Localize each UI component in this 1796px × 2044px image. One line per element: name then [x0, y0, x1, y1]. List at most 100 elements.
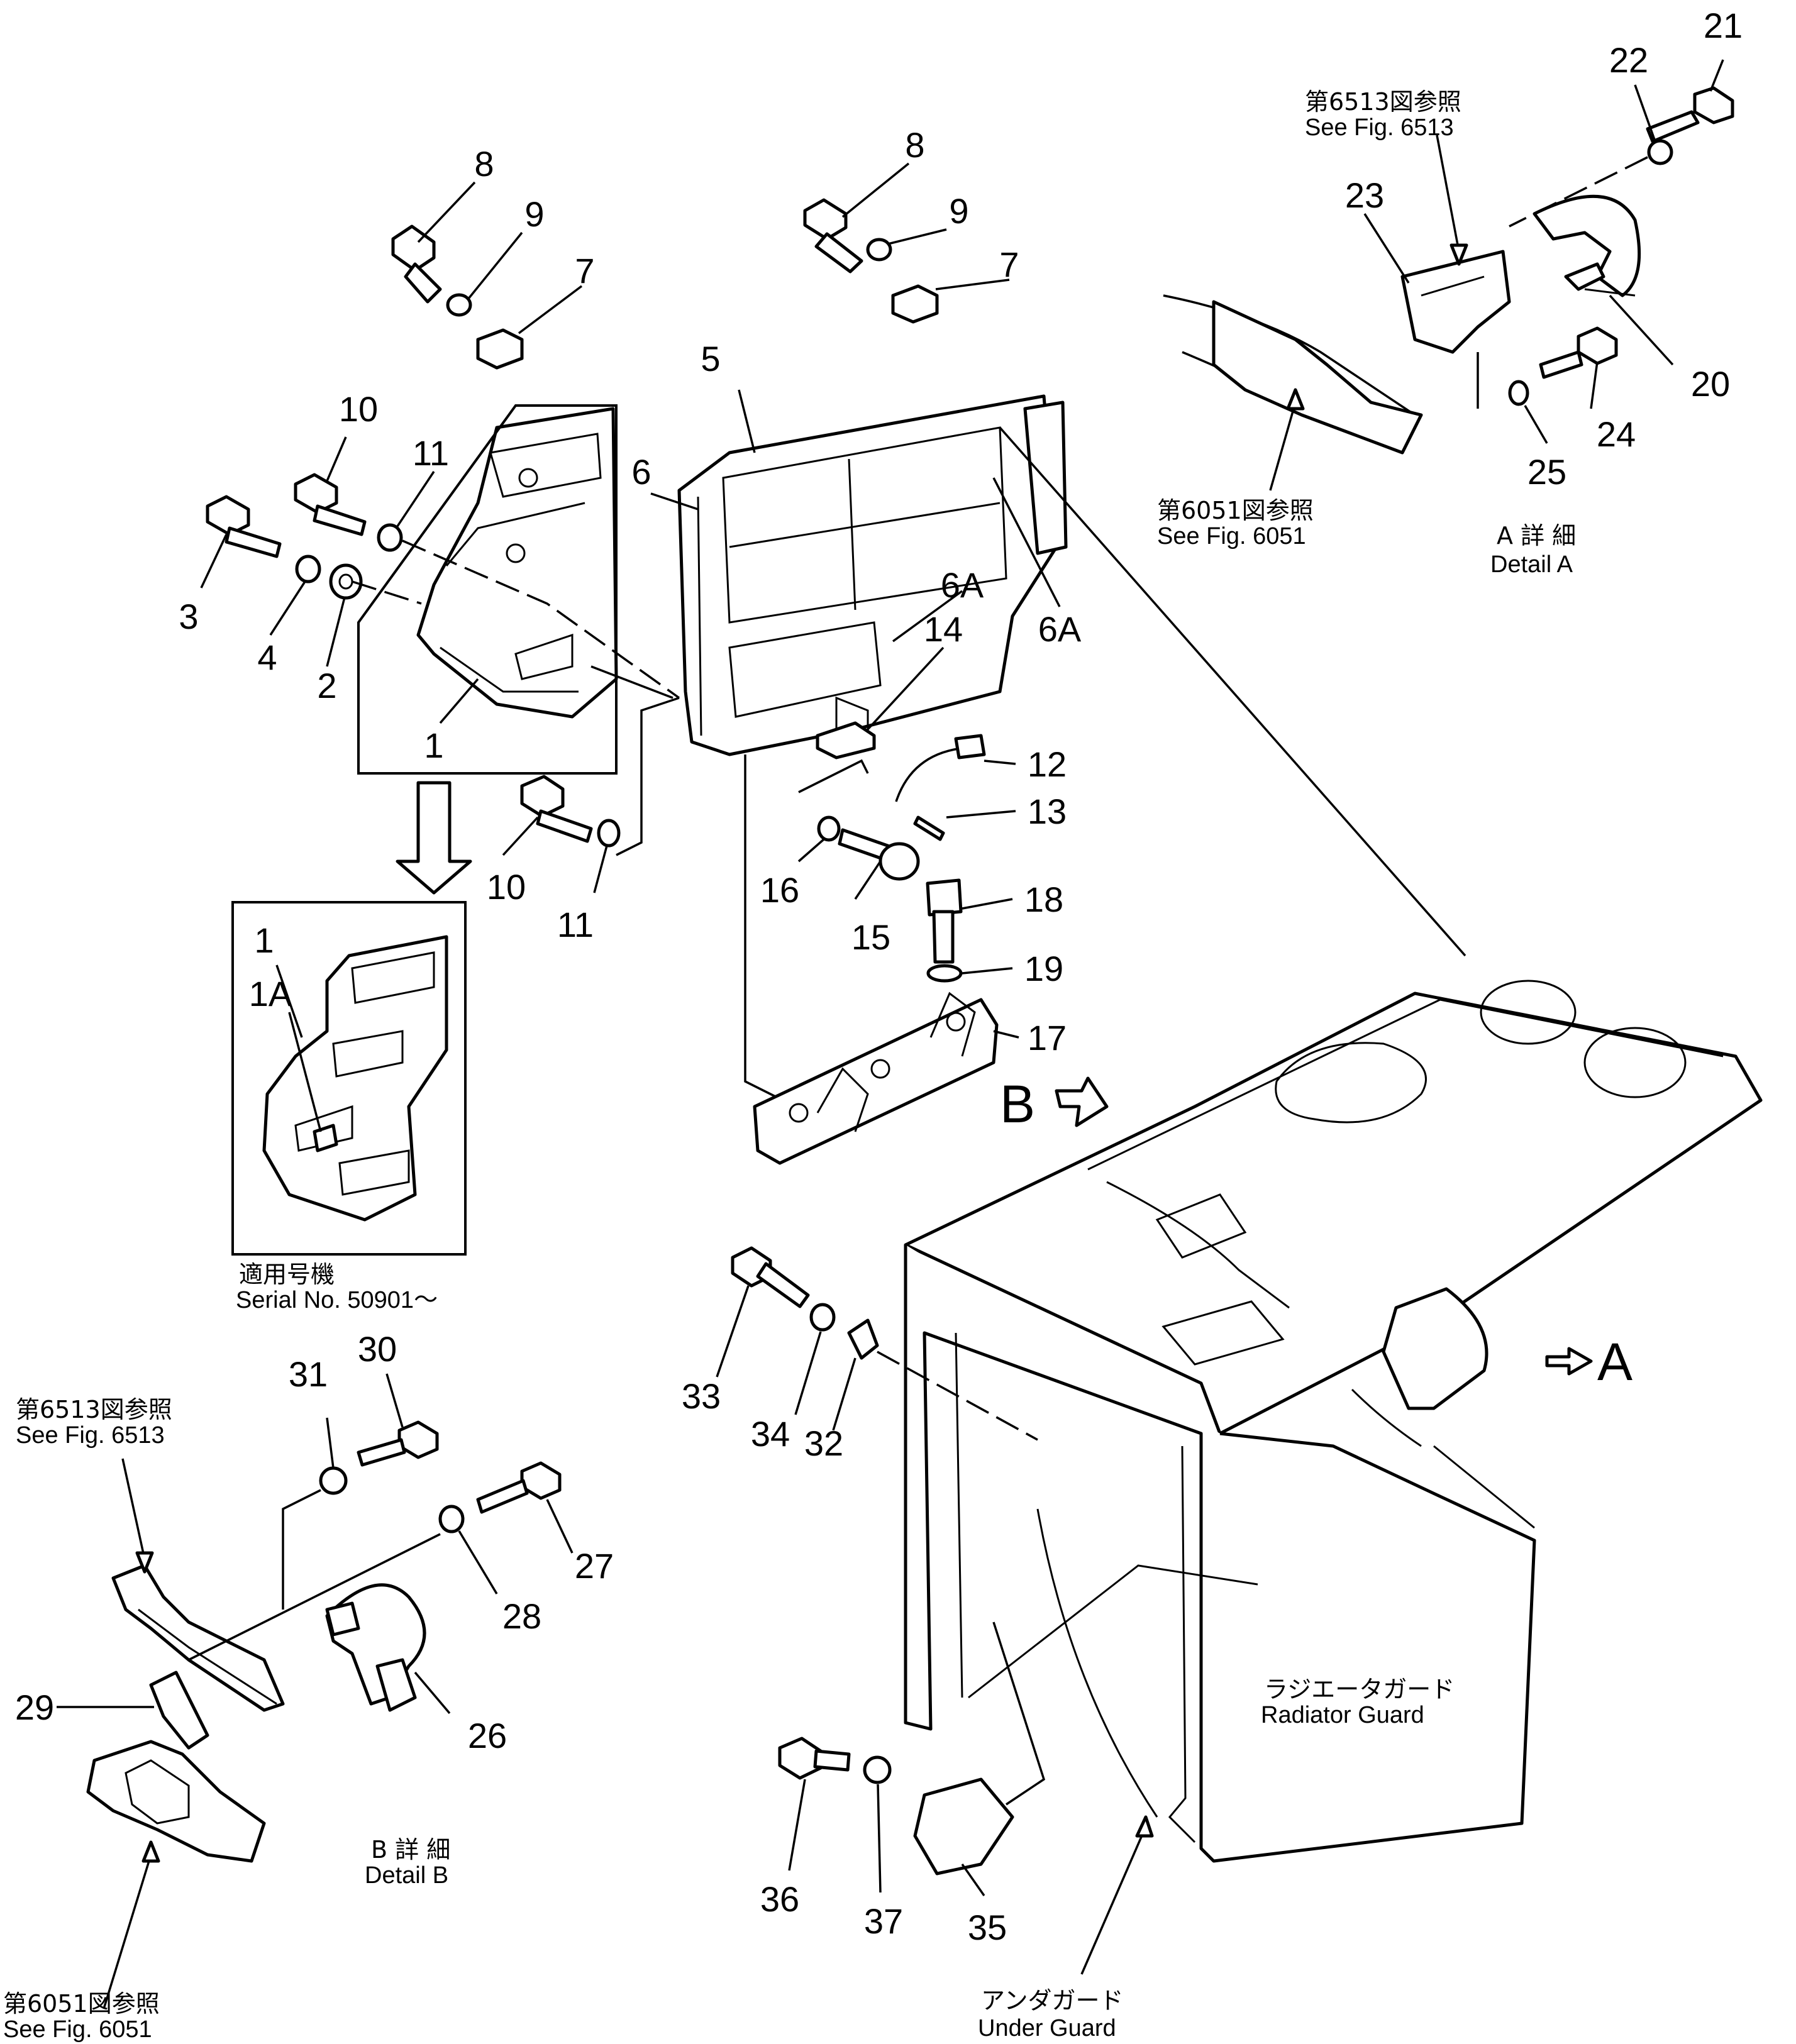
leader-lines: [57, 59, 1724, 2009]
callout-7: 7: [575, 251, 594, 290]
inset-arrow: [396, 781, 472, 895]
callout-27: 27: [575, 1546, 614, 1586]
bolt-3: [206, 495, 282, 558]
plate-35: [913, 1777, 1014, 1876]
callout-4: 4: [257, 638, 277, 677]
assembly-line: [877, 1351, 1038, 1441]
cotter-13: [913, 815, 945, 841]
serial-jp: 適用号機: [239, 1261, 335, 1288]
callout-31: 31: [289, 1354, 328, 1394]
ref-6051-a-en: See Fig. 6051: [1157, 523, 1306, 550]
callout-7: 7: [999, 245, 1019, 284]
detail-a-assembly: [1163, 194, 1641, 455]
callout-8: 8: [905, 125, 924, 165]
callout-1a: 1A: [249, 974, 292, 1014]
ref-6513-b-en: See Fig. 6513: [16, 1422, 165, 1449]
washer-34: [809, 1303, 836, 1332]
drawing: [86, 86, 1763, 1876]
washer-16: [817, 815, 841, 842]
bolt-36: [778, 1737, 851, 1780]
washer-31: [319, 1466, 348, 1495]
bolt-27: [476, 1461, 562, 1514]
notes: 第6513図参照 See Fig. 6513 第6051図参照 See Fig.…: [3, 88, 1576, 2043]
callout-36: 36: [760, 1879, 799, 1919]
callout-10: 10: [487, 867, 526, 907]
callout-35: 35: [968, 1908, 1007, 1947]
bolt-33: [731, 1246, 810, 1308]
callout-9: 9: [949, 191, 968, 231]
callout-1: 1: [254, 920, 274, 960]
radiator-guard-assembly: [904, 980, 1763, 1863]
callout-16: 16: [760, 870, 799, 910]
part-1-side-cover: [416, 407, 618, 719]
assembly-line: [616, 697, 680, 856]
callout-15: 15: [851, 917, 890, 957]
nut-2: [329, 563, 363, 600]
callout-21: 21: [1704, 6, 1743, 45]
callout-13: 13: [1028, 792, 1067, 831]
serial-en: Serial No. 50901～: [236, 1287, 438, 1313]
detail-b-en: Detail B: [365, 1862, 448, 1889]
plate-32: [847, 1318, 879, 1360]
assembly-line: [188, 1533, 441, 1661]
callout-11: 11: [557, 905, 594, 944]
bolt-10-lower: [520, 775, 593, 843]
ref-6051-b-en: See Fig. 6051: [3, 2016, 152, 2043]
washer-11-lower: [597, 819, 621, 848]
callout-33: 33: [682, 1376, 721, 1416]
assembly-line: [402, 539, 680, 699]
detail-a-jp: A 詳 細: [1497, 522, 1576, 550]
callout-6a: 6A: [941, 565, 984, 605]
callout-5: 5: [701, 339, 720, 378]
callout-23: 23: [1345, 175, 1384, 215]
ref-6513-b-jp: 第6513図参照: [16, 1396, 172, 1423]
assembly-line: [999, 426, 1466, 957]
washer-4: [295, 555, 321, 583]
callout-25: 25: [1527, 452, 1566, 492]
pin-12: [895, 734, 986, 802]
callout-32: 32: [804, 1423, 843, 1463]
callout-12: 12: [1028, 744, 1067, 784]
view-marker-b: B: [1000, 1074, 1035, 1134]
callout-22: 22: [1609, 40, 1648, 80]
under-guard-jp: アンダガード: [981, 1987, 1123, 2014]
washer-9-right: [866, 238, 892, 262]
ref-6051-a-jp: 第6051図参照: [1157, 497, 1314, 524]
bolt-24: [1539, 326, 1618, 379]
callout-34: 34: [751, 1414, 790, 1454]
detail-b-jp: B 詳 細: [371, 1836, 450, 1864]
callouts: 8 9 7 8 9 7 5 6 6A 6A 14 12 13 16 15 18 …: [15, 6, 1743, 1947]
callout-26: 26: [468, 1716, 507, 1755]
washer-9-left: [446, 293, 472, 317]
ref-6513-a-en: See Fig. 6513: [1305, 114, 1454, 141]
under-guard-en: Under Guard: [978, 2015, 1116, 2041]
view-marker-a: A: [1597, 1332, 1632, 1391]
callout-3: 3: [179, 597, 198, 636]
part-1-callout-frame: [357, 404, 618, 775]
washer-22: [1647, 139, 1673, 165]
callout-10: 10: [339, 389, 378, 429]
washer-19: [926, 964, 963, 983]
washer-37: [863, 1755, 892, 1784]
radiator-guard-en: Radiator Guard: [1261, 1702, 1424, 1728]
bolt-8-left: [391, 224, 442, 304]
callout-8: 8: [474, 144, 494, 184]
bolt-21: [1646, 86, 1734, 143]
callout-19: 19: [1024, 949, 1063, 988]
ref-6513-a-jp: 第6513図参照: [1305, 88, 1461, 116]
view-arrow-b: [1055, 1076, 1109, 1127]
callout-20: 20: [1691, 364, 1730, 404]
bolt-15: [838, 828, 920, 881]
part-5-grille-panel: [677, 394, 1068, 756]
callout-37: 37: [864, 1901, 903, 1941]
callout-17: 17: [1028, 1018, 1067, 1058]
part-1-inset: [262, 935, 448, 1222]
ref-6051-b-jp: 第6051図参照: [3, 1990, 160, 2018]
washer-28: [438, 1505, 465, 1533]
view-arrow-a: [1545, 1347, 1593, 1376]
callout-29: 29: [15, 1688, 54, 1727]
assembly-line: [744, 754, 777, 1098]
assembly-line: [352, 580, 422, 605]
callout-9: 9: [524, 194, 544, 234]
